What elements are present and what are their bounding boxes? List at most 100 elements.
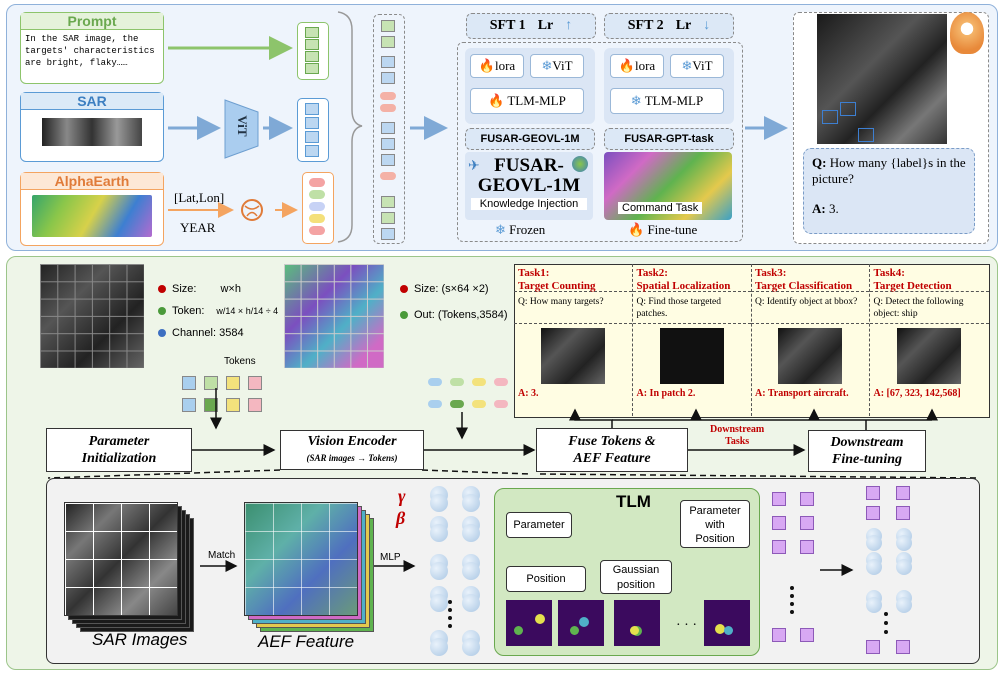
aef-grid-image [284,264,384,368]
dataset2-map: Command Task [604,152,732,220]
sft1-header: SFT 1 Lr ↑ [466,13,596,39]
purple-token [772,492,786,506]
aef-token [309,190,325,199]
task-question: Q: Find those targeted patches. [632,292,751,324]
position-heatmap [506,600,552,646]
sar-token [305,117,319,129]
feature-ball [462,638,480,656]
task-image [897,328,961,384]
prompt-token [305,63,319,74]
match-label: Match [208,550,236,561]
task-title: Task3:Target Classification [751,264,869,292]
knowledge-injection-label: Knowledge Injection [471,198,587,210]
legend-size-label: Size: [172,283,197,295]
purple-token [800,516,814,530]
flame-icon: 🔥 [478,58,495,73]
param-init-line2: Initialization [81,451,157,466]
fuse-line1: Fuse Tokens & [568,434,656,449]
lora-label: lora [494,58,516,73]
sft2-header: SFT 2 Lr ↓ [604,13,734,39]
finetune-label: 🔥 Fine-tune [628,222,697,238]
feature-ball [430,594,448,612]
sar-token [305,131,319,143]
dataset1-label: FUSAR-GEOVL-1M [465,128,595,150]
dataset2-label: FUSAR-GPT-task [604,128,734,150]
task-image [659,328,724,384]
bbox-1 [822,110,838,124]
prompt-card: Prompt In the SAR image, the targets' ch… [20,12,164,84]
feature-ball [896,597,912,613]
snowflake-icon: ❄ [495,222,506,237]
legend-1: Size:w×h Token:w/14 × h/14 ÷ 4 Channel: … [158,283,278,339]
vit-module-label: ViT [692,58,713,73]
concat-token [381,122,395,134]
task-name: Target Counting [518,280,596,292]
feature-ball [896,535,912,551]
vit-module-label: ViT [552,58,573,73]
task-answer: A: Transport aircraft. [755,388,849,399]
heatmap-blob [724,626,733,635]
feature-ball [430,562,448,580]
sft2-lr: Lr [675,18,692,33]
feature-ball [866,597,882,613]
feature-dot [450,400,464,408]
prompt-token [305,51,319,62]
task-image [778,328,842,384]
task-number: Task3: [755,267,787,279]
token-formula: w/14 × h/14 ÷ 4 [216,306,279,316]
sar-token [305,145,319,157]
task-name: Target Detection [873,280,952,292]
feature-ball [896,559,912,575]
prompt-token [305,39,319,50]
concat-token [381,20,395,32]
position-heatmap [614,600,660,646]
latlon-label: [Lat,Lon] [174,190,225,205]
snowflake-icon: ❄ [541,58,553,73]
task-number: Task1: [518,267,550,279]
purple-ellipsis [884,612,892,634]
feature-ball [462,524,480,542]
green-dot-icon [158,307,166,315]
sft-container [457,42,743,242]
flame-icon: 🔥 [618,58,635,73]
legend-size-value: w×h [220,283,241,295]
bbox-2 [840,102,856,116]
heatmap-blob [714,623,725,634]
token-square [248,376,262,390]
legend-token-label: Token: [172,305,205,317]
a-label: A: [812,201,826,216]
mlp-label: MLP [380,552,401,563]
mascot-avatar [950,12,984,54]
token-square [182,376,196,390]
feature-ball [462,494,480,512]
aef-stack-front [244,502,358,616]
position-box: Position [506,566,586,592]
concat-token [381,212,395,224]
task-name: Spatial Localization [636,280,731,292]
concat-token [381,228,395,240]
beta-symbol: β [396,508,406,528]
feature-ball [866,535,882,551]
task-title: Task1:Target Counting [514,264,632,292]
purple-token [800,628,814,642]
purple-ellipsis [790,586,798,614]
prompt-token [305,27,319,38]
feature-dot [450,378,464,386]
fuse-line2: AEF Feature [573,451,651,466]
blue-dot-icon [158,329,166,337]
world-map-thumbnail [32,195,152,237]
feature-ball [866,559,882,575]
task-number: Task2: [636,267,668,279]
tlm-mlp-label: TLM-MLP [644,93,704,108]
pwp-line1: Parameter [689,505,741,517]
concat-token [381,154,395,166]
a-text: 3. [828,201,839,216]
sar-token [305,103,319,115]
sar-images-label: SAR Images [92,630,188,649]
lora-label: lora [634,58,656,73]
lr-up-icon: ↑ [565,18,573,33]
concat-token [381,56,395,68]
